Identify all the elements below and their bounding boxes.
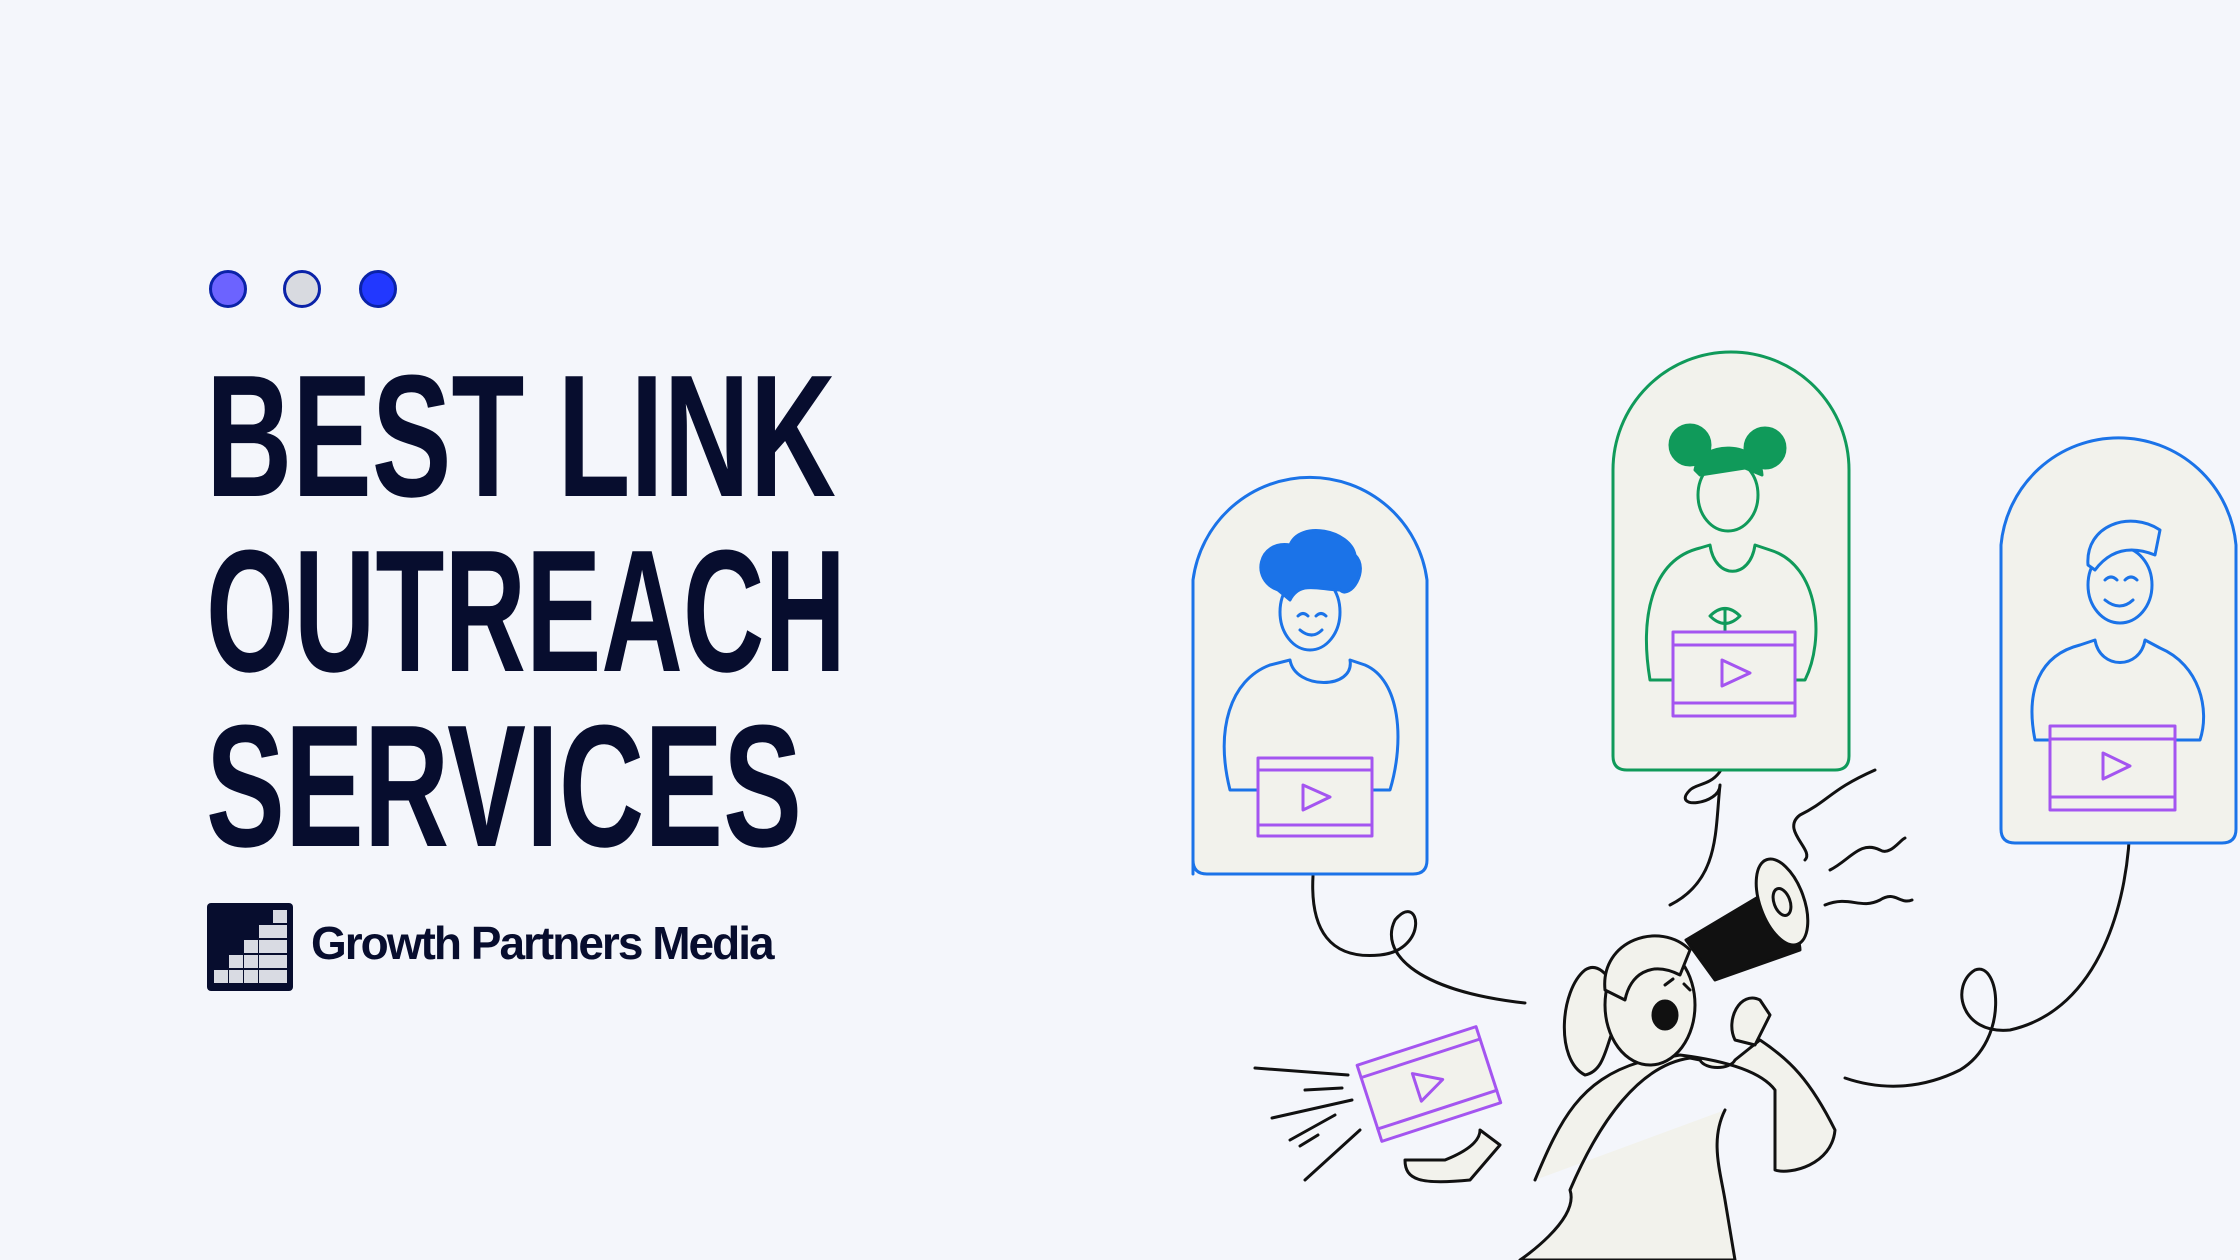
brand-name: Growth Partners Media — [311, 917, 775, 969]
woman-megaphone — [1403, 857, 1837, 1260]
connector-lines-icon — [1253, 728, 2132, 1182]
dot-purple — [209, 270, 247, 308]
dot-grey — [283, 270, 321, 308]
title-line-3: SERVICES — [206, 688, 802, 880]
video-card-icon — [1355, 1025, 1503, 1143]
brand-logo-icon — [207, 903, 293, 991]
person-card-right — [1999, 436, 2238, 845]
person-card-middle — [1611, 350, 1851, 772]
title-line-2: OUTREACH — [206, 513, 846, 708]
person-card-left — [1191, 475, 1429, 876]
page-title: BEST LINK OUTREACH SERVICES — [206, 338, 846, 880]
title-line-1: BEST LINK — [206, 338, 836, 533]
dot-blue — [359, 270, 397, 308]
